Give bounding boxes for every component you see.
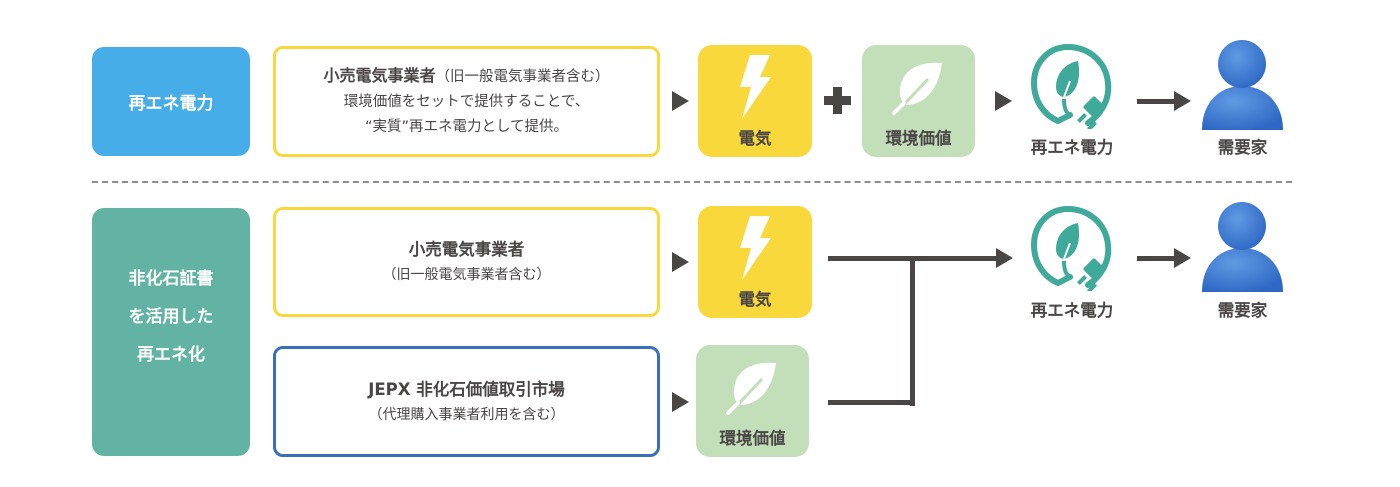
arrow-shaft xyxy=(1137,99,1179,104)
arrow-right-icon xyxy=(672,91,689,111)
person-icon xyxy=(1202,202,1283,292)
person-icon xyxy=(1202,40,1283,130)
category-line-1: 非化石証書 xyxy=(128,269,214,289)
connector-bottom-line xyxy=(828,400,915,405)
provider-box-retail-set: 小売電気事業者（旧一般電気事業者含む） 環境価値をセットで提供することで、 “実… xyxy=(273,46,660,157)
arrow-right-icon xyxy=(672,392,689,412)
provider-title-note: （旧一般電気事業者含む） xyxy=(435,69,610,85)
provider-line-2: 環境価値をセットで提供することで、 xyxy=(343,94,590,110)
lightning-bolt-icon xyxy=(740,216,771,280)
provider-retail-title: 小売電気事業者 xyxy=(408,240,525,259)
arrow-right-icon xyxy=(995,91,1012,111)
arrow-right-icon xyxy=(996,248,1013,268)
provider-line-3: “実質”再エネ電力として提供。 xyxy=(364,119,569,135)
provider-title: 小売電気事業者 xyxy=(323,66,436,85)
environment-value-tile: 環境価値 xyxy=(696,345,809,457)
arrow-right-icon xyxy=(1174,248,1191,268)
provider-market-subtitle: （代理購入事業者利用を含む） xyxy=(368,406,565,423)
category-line-3: 再エネ化 xyxy=(137,345,205,365)
environment-value-label: 環境価値 xyxy=(885,129,952,148)
renewable-power-label: 再エネ電力 xyxy=(1030,138,1114,157)
lightning-bolt-icon xyxy=(740,55,771,119)
provider-market-title: JEPX 非化石価値取引市場 xyxy=(368,379,565,399)
consumer-label: 需要家 xyxy=(1217,138,1268,157)
leaf-plug-icon xyxy=(1030,43,1112,129)
leaf-icon xyxy=(726,362,776,415)
category-renewable-power: 再エネ電力 xyxy=(92,47,250,156)
provider-line-1: 小売電気事業者（旧一般電気事業者含む） xyxy=(323,63,609,90)
environment-value-label: 環境価値 xyxy=(719,429,786,448)
environment-value-tile: 環境価値 xyxy=(862,45,975,157)
electricity-tile: 電気 xyxy=(698,45,812,157)
electricity-label: 電気 xyxy=(738,129,772,148)
leaf-icon xyxy=(892,62,942,115)
arrow-right-icon xyxy=(672,252,689,272)
provider-box-jepx-market: JEPX 非化石価値取引市場 （代理購入事業者利用を含む） xyxy=(273,346,660,457)
leaf-plug-icon xyxy=(1030,205,1112,291)
electricity-label: 電気 xyxy=(738,290,772,309)
category-label: 再エネ電力 xyxy=(128,94,214,114)
provider-retail-subtitle: （旧一般電気事業者含む） xyxy=(382,267,551,283)
section-divider xyxy=(92,181,1292,183)
consumer-label: 需要家 xyxy=(1217,301,1268,320)
arrow-shaft xyxy=(1137,256,1179,261)
renewable-power-label: 再エネ電力 xyxy=(1030,301,1114,320)
category-line-2: を活用した xyxy=(128,307,214,327)
plus-icon-vertical xyxy=(833,87,842,114)
arrow-right-icon xyxy=(1174,91,1191,111)
provider-box-retail: 小売電気事業者 （旧一般電気事業者含む） xyxy=(273,207,660,317)
category-non-fossil-certificate: 非化石証書 を活用した 再エネ化 xyxy=(92,208,250,456)
connector-vertical-line xyxy=(910,258,915,406)
electricity-tile: 電気 xyxy=(698,206,812,318)
